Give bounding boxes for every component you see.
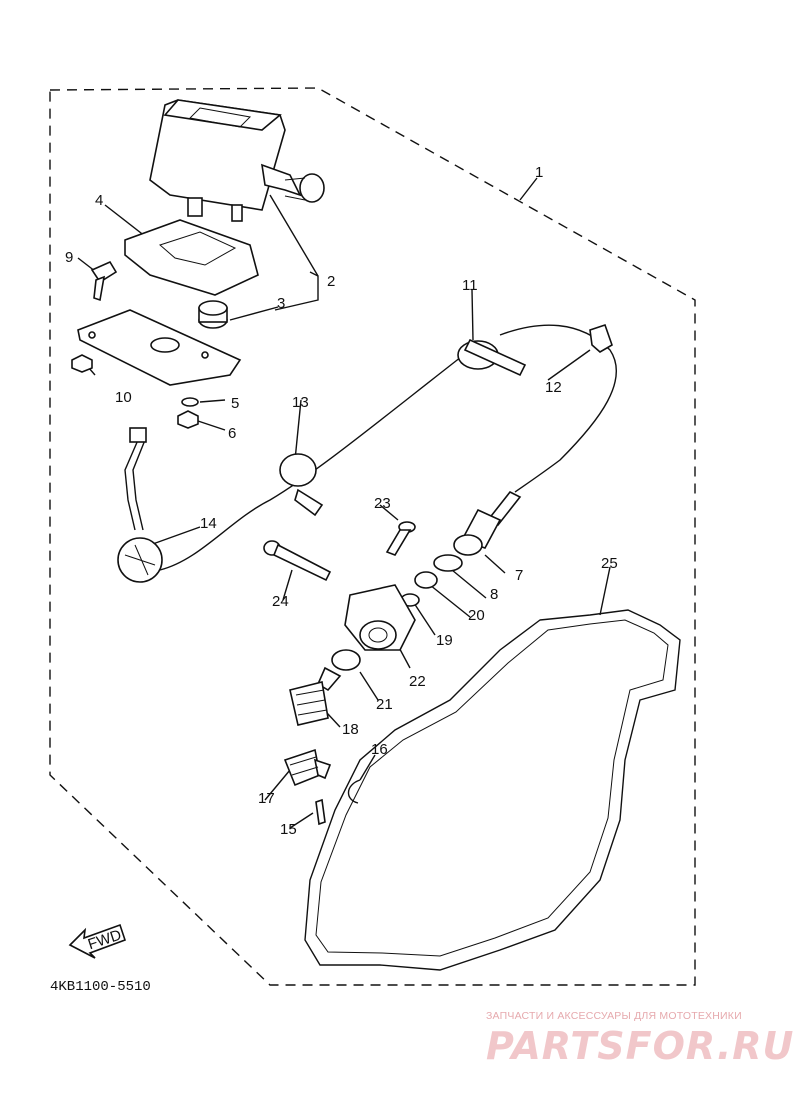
meter-assembly (149, 99, 325, 222)
nut-6 (177, 410, 199, 429)
callout-21: 21 (376, 696, 393, 713)
gear-housing-22 (344, 584, 416, 651)
bolt-9 (90, 260, 118, 302)
seal-20 (414, 571, 438, 589)
o-ring-21 (331, 649, 361, 671)
callout-9: 9 (65, 249, 73, 266)
callout-1: 1 (535, 164, 543, 181)
o-ring-8 (433, 554, 463, 572)
watermark-brand: PARTSFOR.RU (486, 1024, 795, 1068)
grommet (198, 300, 228, 329)
callout-5: 5 (231, 395, 239, 412)
callout-19: 19 (436, 632, 453, 649)
speedometer-cable (159, 324, 617, 571)
callout-15: 15 (280, 821, 297, 838)
bolt-23 (385, 521, 416, 556)
callout-13: 13 (292, 394, 309, 411)
callout-8: 8 (490, 586, 498, 603)
pin-15 (315, 798, 326, 826)
callout-12: 12 (545, 379, 562, 396)
sensor-14 (117, 427, 163, 583)
callout-10: 10 (115, 389, 132, 406)
callout-23: 23 (374, 495, 391, 512)
gear-18 (289, 666, 342, 726)
bolt-24 (263, 540, 332, 582)
washer-5 (181, 397, 199, 407)
callout-22: 22 (409, 673, 426, 690)
callout-7: 7 (515, 567, 523, 584)
callout-3: 3 (277, 295, 285, 312)
gear-unit-7 (453, 490, 522, 556)
callout-4: 4 (95, 192, 103, 209)
watermark-tagline: ЗАПЧАСТИ И АКСЕССУАРЫ ДЛЯ МОТОТЕХНИКИ (486, 1010, 742, 1022)
cable-clamp-13 (279, 453, 324, 517)
meter-bracket (124, 219, 259, 296)
callout-11: 11 (462, 277, 478, 294)
diagram-code: 4KB1100-5510 (50, 979, 151, 995)
nut-10 (71, 354, 93, 373)
callout-18: 18 (342, 721, 359, 738)
callout-16: 16 (371, 741, 388, 758)
callout-14: 14 (200, 515, 217, 532)
gear-17 (283, 748, 332, 787)
cable-clamp-12 (589, 323, 613, 353)
callout-24: 24 (272, 593, 289, 610)
callout-2: 2 (327, 273, 335, 290)
callout-20: 20 (468, 607, 485, 624)
callout-25: 25 (601, 555, 618, 572)
callout-labels: 1 2 3 4 5 6 7 8 9 10 11 12 13 14 15 16 1… (65, 164, 618, 838)
forward-arrow-label: FWD (86, 927, 124, 954)
assembly-boundary (49, 87, 696, 986)
forward-arrow: FWD (68, 923, 127, 959)
callout-17: 17 (258, 790, 275, 807)
cable-tie (457, 338, 527, 377)
callout-6: 6 (228, 425, 236, 442)
circlip-16 (347, 779, 361, 804)
gasket-25 (304, 609, 681, 971)
